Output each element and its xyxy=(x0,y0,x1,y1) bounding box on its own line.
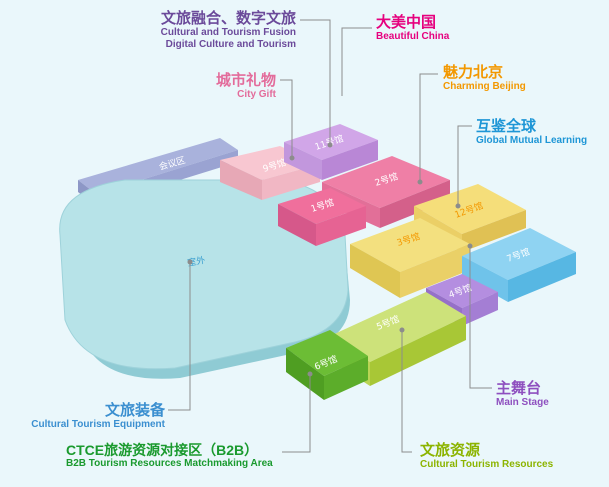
hall-7[interactable]: 7号馆 xyxy=(462,228,576,302)
line-equipment xyxy=(168,262,191,411)
zone-label-equipment: 文旅装备 Cultural Tourism Equipment xyxy=(31,402,165,431)
line-main-stage xyxy=(469,246,492,389)
zone-beautiful-china-en: Beautiful China xyxy=(376,31,450,43)
zone-equipment-en: Cultural Tourism Equipment xyxy=(31,419,165,431)
hall-3[interactable]: 3号馆 xyxy=(350,218,470,298)
zone-global-learning-en: Global Mutual Learning xyxy=(476,135,588,147)
zone-label-city-gift: 城市礼物 City Gift xyxy=(216,72,276,101)
zone-label-charming-beijing: 魅力北京 Charming Beijing xyxy=(443,64,526,93)
zone-charming-beijing-en: Charming Beijing xyxy=(443,81,526,93)
outdoor-area[interactable]: 室外 xyxy=(59,179,350,379)
line-charming-beijing xyxy=(419,73,438,182)
zone-equipment-cn: 文旅装备 xyxy=(104,402,165,419)
line-b2b xyxy=(282,374,311,453)
zone-b2b-cn: CTCE旅游资源对接区（B2B） xyxy=(66,442,259,458)
zone-city-gift-cn: 城市礼物 xyxy=(215,72,276,89)
hall-11[interactable]: 11号馆 xyxy=(284,124,378,180)
zone-label-global-learning: 互鉴全球 Global Mutual Learning xyxy=(476,118,587,147)
zone-label-culture-digital: 文旅融合、数字文旅 Cultural and Tourism Fusion Di… xyxy=(161,10,296,50)
hall-6[interactable]: 6号馆 xyxy=(286,330,368,400)
zone-cultural-resources-cn: 文旅资源 xyxy=(420,442,481,459)
zone-culture-digital-en2: Digital Culture and Tourism xyxy=(165,38,296,50)
zone-charming-beijing-cn: 魅力北京 xyxy=(443,64,504,81)
zone-city-gift-en: City Gift xyxy=(237,89,276,101)
line-culture-digital xyxy=(300,19,331,145)
zone-culture-digital-cn: 文旅融合、数字文旅 xyxy=(160,10,296,27)
line-beautiful-china xyxy=(341,27,372,96)
hall-1[interactable]: 1号馆 xyxy=(278,188,366,246)
zone-label-cultural-resources: 文旅资源 Cultural Tourism Resources xyxy=(420,442,553,471)
zone-main-stage-cn: 主舞台 xyxy=(496,380,542,397)
zone-main-stage-en: Main Stage xyxy=(496,397,549,409)
line-city-gift xyxy=(280,79,293,158)
zone-beautiful-china-cn: 大美中国 xyxy=(376,14,437,31)
zone-label-beautiful-china: 大美中国 Beautiful China xyxy=(376,14,449,43)
zone-label-main-stage: 主舞台 Main Stage xyxy=(496,380,549,409)
line-cultural-resources xyxy=(401,330,412,453)
connector-lines xyxy=(168,19,492,453)
zone-cultural-resources-en: Cultural Tourism Resources xyxy=(420,459,554,471)
line-global-learning xyxy=(457,125,472,206)
zone-label-b2b: CTCE旅游资源对接区（B2B） B2B Tourism Resources M… xyxy=(66,442,273,470)
zone-culture-digital-en1: Cultural and Tourism Fusion xyxy=(160,27,296,39)
outdoor-label: 室外 xyxy=(186,254,206,269)
zone-global-learning-cn: 互鉴全球 xyxy=(476,118,537,135)
zone-b2b-en: B2B Tourism Resources Matchmaking Area xyxy=(66,458,273,470)
